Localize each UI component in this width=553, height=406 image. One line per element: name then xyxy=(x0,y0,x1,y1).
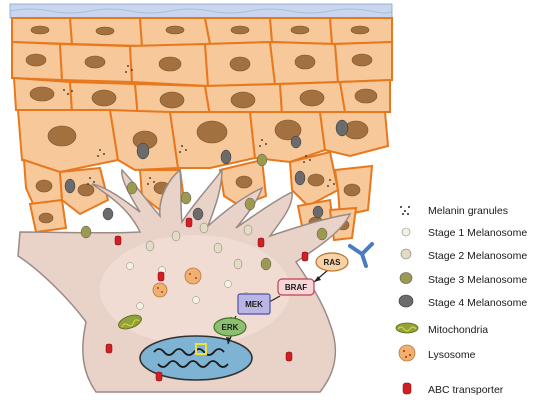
melanocyte-nucleus xyxy=(139,335,253,381)
legend-stage2: Stage 2 Melanosome xyxy=(400,248,527,262)
abc-transporters xyxy=(105,217,309,382)
legend-stage3: Stage 3 Melanosome xyxy=(399,272,527,286)
legend-label-melanin-granules: Melanin granules xyxy=(428,205,508,217)
ras-label: RAS xyxy=(324,258,342,267)
braf-label: BRAF xyxy=(285,283,307,292)
lysosomes xyxy=(152,267,202,298)
erk-label: ERK xyxy=(222,323,239,332)
melanocyte xyxy=(17,167,352,393)
signaling-cascade: RAS BRAF MEK ERK xyxy=(213,252,349,345)
legend-abc-transporter: ABC transporter xyxy=(402,382,504,396)
braf-node: BRAF xyxy=(277,278,315,296)
legend-lysosome: Lysosome xyxy=(398,344,476,362)
mek-label: MEK xyxy=(245,300,263,309)
receptor-icon xyxy=(348,242,374,268)
legend-label-mitochondria: Mitochondria xyxy=(428,324,488,336)
legend-label-abc-transporter: ABC transporter xyxy=(428,384,504,396)
legend-stage1: Stage 1 Melanosome xyxy=(401,227,527,239)
legend-label-lysosome: Lysosome xyxy=(428,349,476,361)
stratum-corneum xyxy=(9,3,393,19)
legend-stage4: Stage 4 Melanosome xyxy=(398,294,527,309)
erk-node: ERK xyxy=(213,317,247,337)
ras-node: RAS xyxy=(315,252,349,272)
melanin-granules xyxy=(63,65,335,187)
legend-label-stage2: Stage 2 Melanosome xyxy=(428,250,527,262)
legend-label-stage3: Stage 3 Melanosome xyxy=(428,274,527,286)
legend-melanin-granules: Melanin granules xyxy=(400,205,508,217)
legend-mitochondria: Mitochondria xyxy=(395,322,488,336)
mitochondria xyxy=(118,314,142,330)
mek-node: MEK xyxy=(237,293,271,315)
legend: Melanin granules Stage 1 Melanosome Stag… xyxy=(395,205,527,396)
legend-label-stage4: Stage 4 Melanosome xyxy=(428,297,527,309)
melanosomes xyxy=(64,119,349,310)
legend-label-stage1: Stage 1 Melanosome xyxy=(428,227,527,239)
